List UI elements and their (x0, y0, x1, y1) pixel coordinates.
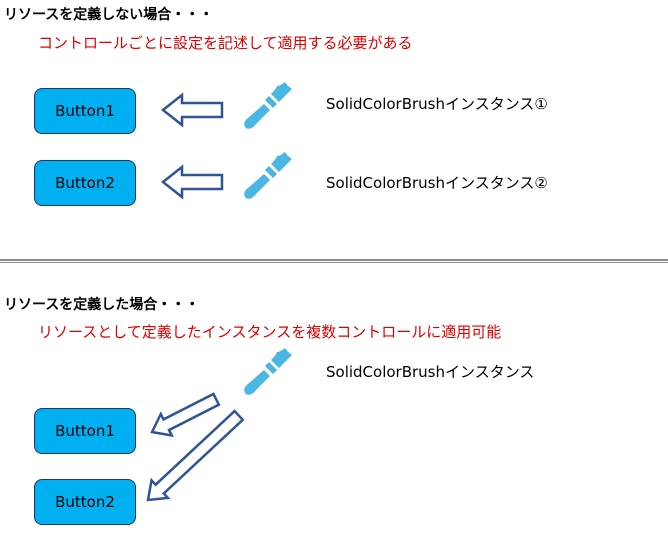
paint-brush-icon (244, 82, 292, 129)
brush-label-1: SolidColorBrushインスタンス① (326, 95, 548, 113)
section-with-resource: リソースを定義した場合・・・ リソースとして定義したインスタンスを複数コントロー… (0, 268, 668, 552)
arrow-to-button2 (146, 409, 245, 502)
section-heading: リソースを定義した場合・・・ (4, 297, 200, 313)
left-arrow-icon (160, 92, 224, 128)
section-note: コントロールごとに設定を記述して適用する必要がある (38, 34, 413, 52)
button2[interactable]: Button2 (34, 479, 136, 525)
section-divider (0, 259, 668, 263)
button1[interactable]: Button1 (34, 408, 136, 454)
brush-label: SolidColorBrushインスタンス (326, 363, 535, 381)
paint-brush-icon (244, 152, 292, 199)
left-arrow-icon (160, 164, 224, 200)
button1[interactable]: Button1 (34, 88, 136, 134)
brush-label-2: SolidColorBrushインスタンス② (326, 174, 548, 192)
section-note: リソースとして定義したインスタンスを複数コントロールに適用可能 (38, 323, 502, 341)
section-no-resource: リソースを定義しない場合・・・ コントロールごとに設定を記述して適用する必要があ… (0, 0, 668, 262)
button2[interactable]: Button2 (34, 160, 136, 206)
section-heading: リソースを定義しない場合・・・ (4, 7, 214, 23)
arrow-to-button1 (150, 392, 221, 438)
